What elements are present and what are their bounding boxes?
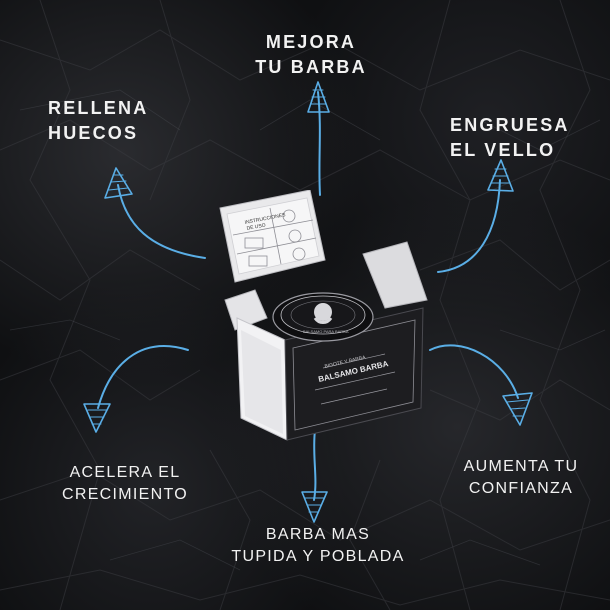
beard-balm-box-illustration: INSTRUCCIONES DE USO BALSAMO BARBA BIGOT… [219, 190, 428, 441]
arrow-down-left-icon [83, 345, 189, 433]
label-top-line-2: TU BARBA [255, 56, 367, 77]
label-bottom-right-line-1: AUMENTA TU [463, 458, 579, 475]
label-engruesa-el-vello: ENGRUESA EL VELLO [450, 113, 600, 163]
arrow-up-icon [307, 81, 330, 196]
arrow-down-right-icon [429, 344, 533, 426]
arrow-up-left-icon [104, 167, 206, 259]
jar-lid-text: BALSAMO PARA BARBA [303, 329, 349, 334]
label-bottom-line-1: BARBA MAS [265, 526, 371, 543]
label-top-right-line-1: ENGRUESA [450, 115, 570, 135]
arrow-up-right-icon [437, 159, 514, 273]
label-rellena-huecos: RELLENA HUECOS [48, 96, 168, 146]
label-aumenta-tu-confianza: AUMENTA TU CONFIANZA [446, 456, 596, 500]
label-barba-mas-tupida: BARBA MAS TUPIDA Y POBLADA [218, 524, 418, 568]
label-top-line-1: MEJORA [265, 32, 357, 52]
label-top-left-line-2: HUECOS [48, 122, 139, 143]
label-bottom-left-line-2: CRECIMIENTO [61, 486, 188, 504]
label-top-left-line-1: RELLENA [48, 98, 149, 118]
label-top-right-line-2: EL VELLO [450, 139, 556, 160]
label-mejora-tu-barba: MEJORA TU BARBA [246, 30, 376, 80]
label-bottom-left-line-1: ACELERA EL [69, 464, 181, 481]
label-acelera-el-crecimiento: ACELERA EL CRECIMIENTO [50, 462, 200, 506]
arrow-down-icon [301, 429, 328, 523]
label-bottom-line-2: TUPIDA Y POBLADA [231, 548, 405, 566]
lid-panel-title-2: DE USO [246, 222, 266, 232]
label-bottom-right-line-2: CONFIANZA [468, 480, 574, 498]
